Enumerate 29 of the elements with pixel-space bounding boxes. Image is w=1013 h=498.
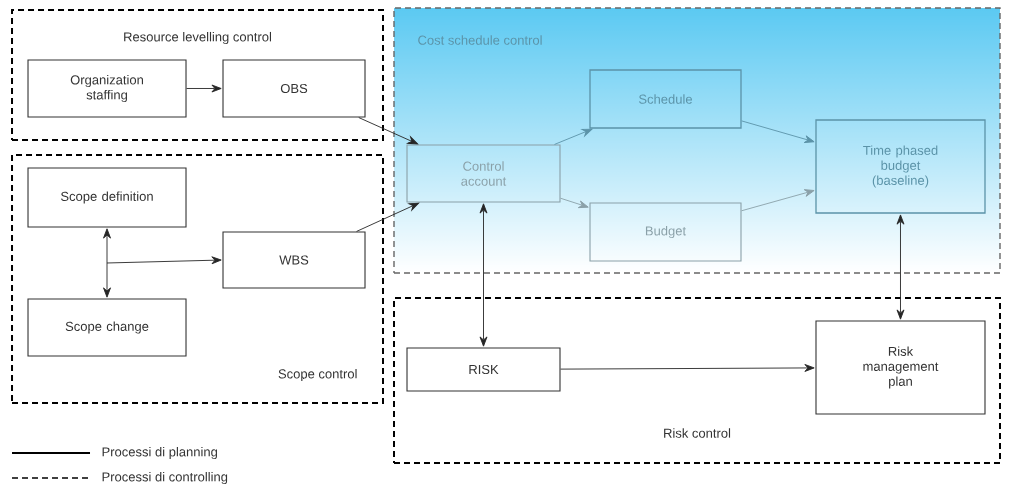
arrow	[560, 197, 589, 209]
process-box: Budget	[589, 202, 742, 262]
process-box: Scope change	[27, 298, 187, 357]
arrow	[106, 256, 222, 265]
group-heading: Cost schedule control	[418, 35, 542, 45]
group-heading: Resource levelling control	[124, 31, 272, 45]
group-heading: Risk control	[664, 428, 731, 438]
arrow	[896, 214, 905, 320]
arrow	[479, 203, 488, 347]
process-box: Control account	[406, 144, 561, 203]
process-box: Time phased budget (baseline)	[815, 119, 986, 214]
process-box: WBS	[222, 231, 366, 289]
arrow	[358, 117, 418, 145]
arrow	[741, 189, 815, 212]
process-box: RISK	[406, 347, 561, 392]
arrow	[186, 84, 222, 93]
process-box: Organization staffing	[27, 59, 187, 118]
legend-item: Processi di planning	[11, 446, 217, 460]
arrow	[560, 364, 815, 372]
arrow	[356, 202, 420, 232]
arrow	[741, 120, 815, 143]
arrow	[103, 228, 111, 298]
process-box: OBS	[222, 59, 366, 118]
arrow	[554, 128, 593, 145]
process-box: Scope definition	[27, 167, 187, 228]
legend-item: Processi di controlling	[11, 471, 228, 485]
group-heading: Scope control	[278, 368, 357, 382]
process-box: Risk management plan	[815, 320, 986, 415]
process-box: Schedule	[589, 69, 742, 129]
